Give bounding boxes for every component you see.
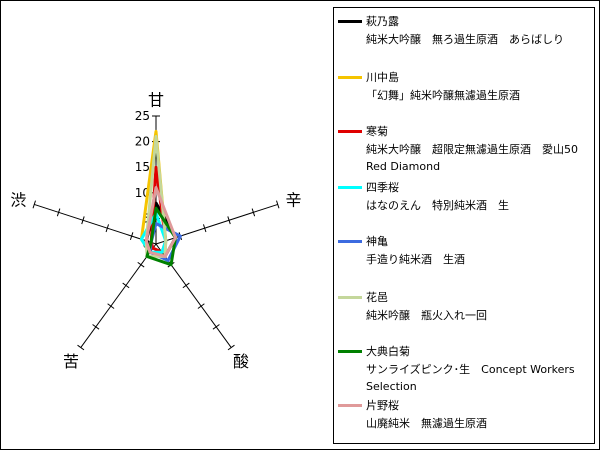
radar-axis-tick	[197, 303, 205, 309]
radar-axis-tick	[182, 282, 190, 289]
legend-series-name: 大典白菊	[366, 345, 410, 358]
legend-swatch	[338, 350, 362, 353]
series-line-5	[144, 134, 168, 258]
legend-series-description: 「幻舞」純米吟醸無濾過生原酒	[366, 89, 520, 102]
radar-axis-tick	[32, 200, 36, 209]
legend-series-name: 片野桜	[366, 399, 399, 412]
legend-swatch	[338, 240, 362, 243]
radar-axis-tick	[107, 303, 115, 309]
radial-tick-label: 25	[135, 109, 150, 123]
radar-axis-tick	[227, 216, 231, 225]
radar-axis-tick	[56, 208, 61, 217]
legend-series-description: 手造り純米酒 生酒	[366, 253, 465, 266]
legend-series-description: 純米大吟醸 超限定無濾過生原酒 愛山50 Red Diamond	[366, 143, 578, 173]
legend-series-description: 純米吟醸 瓶火入れ一回	[366, 309, 487, 322]
radar-axis-tick	[202, 224, 207, 233]
axis-label: 辛	[286, 190, 302, 209]
axis-label: 苦	[63, 352, 79, 371]
axis-label: 甘	[148, 90, 164, 109]
radar-axis-tick	[92, 324, 100, 330]
legend-swatch	[338, 20, 362, 23]
radar-axis-tick	[227, 344, 235, 351]
radar-axis-tick	[276, 200, 280, 209]
radar-axis-4	[34, 203, 157, 245]
radar-axis-tick	[212, 324, 220, 330]
axis-label: 渋	[10, 190, 26, 209]
radar-axis-tick	[137, 261, 145, 268]
legend-series-name: 萩乃露	[366, 15, 399, 28]
legend-swatch	[338, 76, 362, 79]
legend-swatch	[338, 404, 362, 407]
legend-series-description: サンライズピンク･生 Concept Workers Selection	[366, 363, 575, 393]
axis-label: 酸	[233, 352, 249, 371]
radar-axis-tick	[129, 232, 134, 241]
radar-axis-tick	[105, 224, 110, 233]
legend-swatch	[338, 130, 362, 133]
radar-axis-tick	[251, 208, 256, 217]
radar-axis-tick	[81, 216, 85, 225]
legend-series-description: 山廃純米 無濾過生原酒	[366, 417, 487, 430]
radial-tick-label: 15	[135, 160, 150, 174]
radar-axis-3	[80, 243, 157, 348]
radial-tick-label: 5	[142, 211, 150, 225]
legend-series-description: 純米大吟醸 無ろ過生原酒 あらばしり	[366, 33, 564, 46]
legend-series-description: はなのえん 特別純米酒 生	[366, 199, 509, 212]
legend-swatch	[338, 296, 362, 299]
legend-series-name: 神亀	[366, 235, 388, 248]
radar-axis-tick	[77, 344, 85, 351]
legend: 萩乃露純米大吟醸 無ろ過生原酒 あらばしり川中島「幻舞」純米吟醸無濾過生原酒寒菊…	[333, 7, 595, 444]
legend-series-name: 花邑	[366, 291, 388, 304]
legend-swatch	[338, 186, 362, 189]
radial-tick-label: 20	[135, 135, 150, 149]
series-line-7	[144, 186, 177, 258]
radar-axis-tick	[122, 282, 130, 289]
legend-series-name: 寒菊	[366, 125, 388, 138]
legend-series-name: 四季桜	[366, 181, 399, 194]
legend-series-name: 川中島	[366, 71, 399, 84]
